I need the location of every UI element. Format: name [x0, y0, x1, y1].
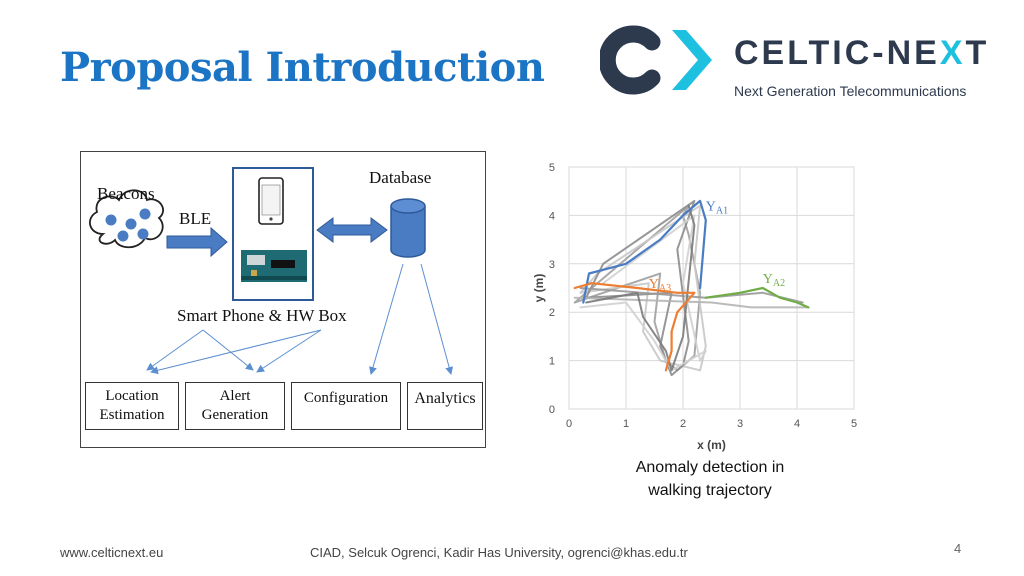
trajectory-annotation-subscript: A3 [659, 283, 671, 294]
y-tick-label: 5 [549, 162, 555, 174]
y-tick-label: 2 [549, 307, 555, 319]
module-label-line2: Generation [201, 407, 269, 423]
trajectory-series-line [585, 199, 696, 377]
hub-database-double-arrow [316, 217, 388, 243]
x-tick-label: 5 [851, 418, 857, 430]
y-tick-label: 0 [549, 404, 555, 416]
x-axis-label: x (m) [697, 438, 726, 452]
page-number: 4 [954, 541, 962, 556]
y-tick-label: 3 [549, 259, 555, 271]
smartphone-icon [258, 177, 284, 225]
module-configuration: Configuration [291, 382, 401, 430]
module-label-line1: Alert [219, 388, 251, 404]
logo-wordmark-part2: X [939, 34, 966, 72]
chart-caption-line2: walking trajectory [648, 482, 772, 499]
hub-label: Smart Phone & HW Box [177, 306, 347, 325]
trajectory-annotation-subscript: A1 [716, 206, 728, 217]
diagram-graphics [89, 167, 454, 375]
module-label-line1: Configuration [303, 390, 389, 406]
y-axis-label: y (m) [532, 274, 546, 303]
y-tick-label: 1 [549, 356, 555, 368]
x-tick-label: 3 [737, 418, 743, 430]
chart-caption-line1: Anomaly detection in [635, 459, 785, 476]
x-tick-label: 2 [680, 418, 686, 430]
module-analytics: Analytics [407, 382, 483, 430]
trajectory-series-line [579, 214, 707, 372]
database-label: Database [369, 168, 432, 187]
trajectory-series-line [573, 296, 810, 309]
trajectory-series-line [573, 204, 702, 372]
beacons-label: Beacons [97, 184, 155, 203]
footer-website[interactable]: www.celticnext.eu [60, 545, 164, 560]
module-label-line1: Analytics [414, 390, 476, 407]
slide-title: Proposal Introduction [60, 44, 545, 91]
trajectory-annotation-subscript: A2 [773, 278, 785, 289]
celtic-next-logo: CELTIC-NEXT Next Generation Telecommunic… [598, 20, 1010, 100]
beacons-cloud-icon [89, 189, 164, 249]
trajectory-series-line [579, 204, 707, 372]
connection-arrows [146, 263, 454, 375]
logo-wordmark-part3: T [965, 34, 990, 72]
ble-label: BLE [179, 209, 212, 228]
celtic-next-logo-mark [598, 25, 712, 95]
x-tick-label: 1 [623, 418, 629, 430]
logo-wordmark: CELTIC-NEXT [734, 34, 989, 73]
logo-wordmark-part1: CELTIC-NE [734, 34, 940, 72]
logo-tagline: Next Generation Telecommunications [734, 83, 967, 99]
module-label-line2: Estimation [99, 407, 165, 423]
trajectory-series-line [704, 286, 810, 309]
ble-arrow [166, 226, 228, 258]
trajectory-series-line [573, 282, 696, 372]
x-tick-label: 0 [566, 418, 572, 430]
trajectory-series-line [582, 199, 707, 304]
chart-caption: Anomaly detection in walking trajectory [610, 456, 810, 502]
database-icon [390, 198, 426, 258]
footer-credit: CIAD, Selcuk Ogrenci, Kadir Has Universi… [310, 545, 688, 560]
system-diagram: Beacons BLE Database Smart Phone & HW Bo… [80, 151, 486, 448]
hardware-board-icon [241, 250, 307, 282]
x-tick-label: 4 [794, 418, 800, 430]
y-tick-label: 4 [549, 210, 555, 222]
module-label-line1: Location [105, 388, 159, 404]
